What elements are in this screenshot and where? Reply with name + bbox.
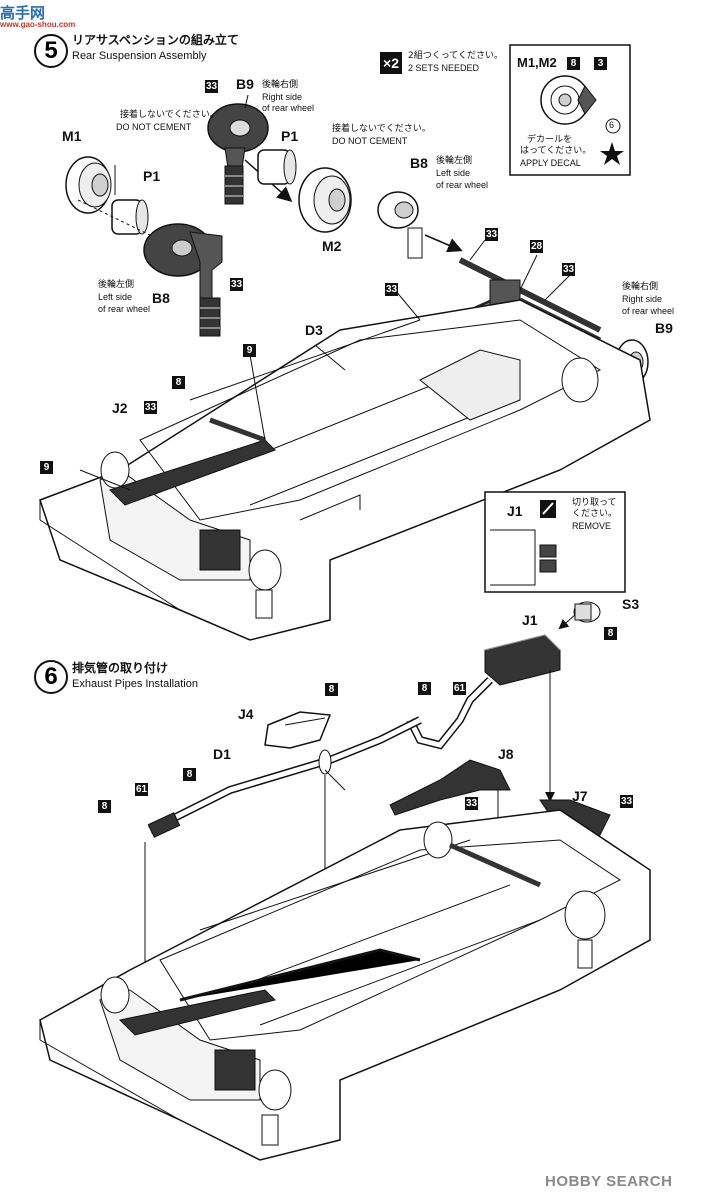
j8-brace-part: [389, 759, 511, 816]
decal-note-en: APPLY DECAL: [520, 158, 581, 168]
right-rear-en2-top: of rear wheel: [262, 103, 315, 113]
part-b8-left: B8: [152, 290, 170, 306]
left-rear-jp-upper: 後輪左側: [436, 156, 473, 166]
part-m2: M2: [322, 238, 342, 254]
step6-number: 6: [34, 660, 68, 694]
tag-33-j7: 33: [620, 795, 633, 808]
lateral-arm-step6: [118, 989, 276, 1036]
tag-61-right: 61: [453, 682, 466, 695]
no-cement-en-right: DO NOT CEMENT: [332, 136, 408, 146]
decal-parts-label: M1,M2: [517, 55, 557, 70]
right-rear-jp-lower: 後輪右側: [622, 282, 659, 292]
right-rear-en2-lower: of rear wheel: [622, 306, 675, 316]
step5-number: 5: [34, 34, 68, 68]
no-cement-jp-right: 接着しないでください。: [332, 124, 431, 134]
tag-8-left: 8: [98, 800, 111, 813]
step5-title-jp: リアサスペンションの組み立て: [72, 33, 239, 47]
tag-9-lower: 9: [40, 461, 53, 474]
decal-tag-8: 8: [567, 57, 580, 70]
m1-hub-part: [65, 156, 112, 214]
part-j7: J7: [572, 788, 588, 804]
tag-33-shaft: 33: [385, 283, 398, 296]
s3-tip-part: [573, 601, 601, 623]
tag-8-j4: 8: [325, 683, 338, 696]
tag-28: 28: [530, 240, 543, 253]
part-d1: D1: [213, 746, 231, 762]
decal-tag-3: 3: [594, 57, 607, 70]
m2-hub-part: [298, 167, 352, 233]
left-rear-jp-lower: 後輪左側: [98, 280, 135, 290]
decal-note-jp1: デカールを: [527, 135, 573, 145]
no-cement-en-left: DO NOT CEMENT: [116, 122, 192, 132]
b9-upright-top: [207, 103, 269, 205]
sets-note-en: 2 SETS NEEDED: [408, 63, 480, 73]
tag-33-b8: 33: [230, 278, 243, 291]
remove-note-en: REMOVE: [572, 521, 612, 531]
watermark-site-cn: 高手网: [0, 5, 46, 22]
chassis-step6: [39, 809, 651, 1161]
decal-tag-6: 6: [609, 120, 615, 130]
tag-33-axle: 33: [485, 228, 498, 241]
b8-upright-upper: [377, 191, 423, 259]
j2-lateral-arm: [109, 417, 276, 506]
watermark-brand: HOBBY SEARCH: [545, 1173, 673, 1190]
part-j2: J2: [112, 400, 128, 416]
tag-33-top: 33: [205, 80, 218, 93]
j4-bracket-part: [264, 711, 332, 749]
left-rear-en2-upper: of rear wheel: [436, 180, 489, 190]
step6-title-en: Exhaust Pipes Installation: [72, 678, 198, 690]
part-d3: D3: [305, 322, 323, 338]
tag-33-j8: 33: [465, 797, 478, 810]
tag-8-step5: 8: [172, 376, 185, 389]
part-j4: J4: [238, 706, 254, 722]
no-cement-jp-left: 接着しないでください。: [120, 110, 219, 120]
part-p1-left: P1: [143, 168, 161, 184]
decal-hub-icon: [540, 75, 597, 125]
sets-note-jp: 2組つくってください。: [408, 51, 504, 61]
right-rear-jp-top: 後輪右側: [262, 80, 299, 90]
tag-33-right: 33: [562, 263, 575, 276]
remove-note-jp2: ください。: [572, 509, 618, 519]
right-rear-en1-top: Right side: [262, 92, 303, 102]
p1-cylinder-right: [257, 149, 297, 185]
sets-badge: ×2: [380, 52, 402, 74]
part-j1: J1: [522, 612, 538, 628]
star-icon: [600, 142, 624, 165]
tag-8-mid: 8: [418, 682, 431, 695]
remove-note-jp1: 切り取って: [572, 498, 617, 508]
part-b9-top: B9: [236, 76, 254, 92]
part-b9-right: B9: [655, 320, 673, 336]
part-b8-upper: B8: [410, 155, 428, 171]
tag-33-j2: 33: [144, 401, 157, 414]
j1-muffler-part: [484, 634, 561, 686]
watermark-site-url: www.gao-shou.com: [0, 20, 76, 29]
left-rear-en1-upper: Left side: [436, 168, 471, 178]
part-p1-right: P1: [281, 128, 299, 144]
part-j8: J8: [498, 746, 514, 762]
decal-note-jp2: はってください。: [520, 146, 592, 156]
right-rear-en1-lower: Right side: [622, 294, 663, 304]
tag-8-s3: 8: [604, 627, 617, 640]
part-s3: S3: [622, 596, 640, 612]
part-m1: M1: [62, 128, 82, 144]
tag-8-d1: 8: [183, 768, 196, 781]
left-rear-en1-lower: Left side: [98, 292, 133, 302]
tag-61-left: 61: [135, 783, 148, 796]
step6-title-jp: 排気管の取り付け: [72, 661, 169, 675]
left-rear-en2-lower: of rear wheel: [98, 304, 151, 314]
step5-title-en: Rear Suspension Assembly: [72, 50, 207, 62]
tag-9-upper: 9: [243, 344, 256, 357]
b8-upright-left: [143, 223, 223, 337]
p1-cylinder-left: [111, 199, 149, 235]
remove-box-part: J1: [507, 503, 523, 519]
